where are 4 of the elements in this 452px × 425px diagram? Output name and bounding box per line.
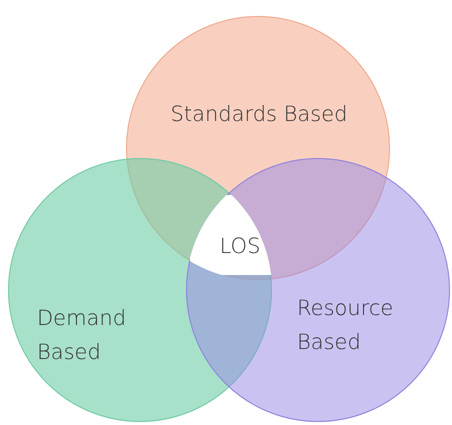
set-label: Standards Based [170, 101, 348, 128]
center-label: LOS [218, 233, 262, 259]
set-label: Resource Based [297, 295, 394, 356]
set-label: Demand Based [37, 305, 128, 366]
